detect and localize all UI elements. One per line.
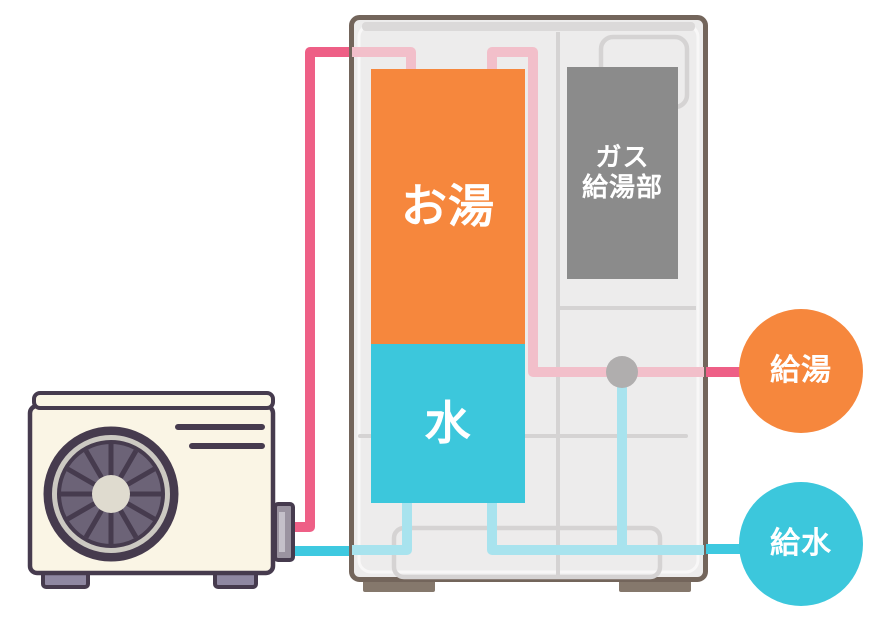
unit-lid xyxy=(32,391,275,410)
pipe-hot-from-heat-pump xyxy=(294,47,356,532)
fan-icon xyxy=(43,426,179,562)
heat-pump-unit xyxy=(27,391,295,589)
pipe-cold-through xyxy=(487,498,704,555)
hot-water-section xyxy=(371,69,525,344)
cold-supply-circle xyxy=(739,482,863,606)
cold-water-section xyxy=(371,344,525,503)
vent-lines-icon xyxy=(175,424,265,449)
internal-piping xyxy=(352,47,704,555)
cabinet-top-band xyxy=(362,22,695,31)
mixing-junction xyxy=(606,356,638,388)
hot-supply-circle xyxy=(739,309,863,433)
connector-stripe xyxy=(279,512,285,552)
gas-heater-section xyxy=(567,67,678,279)
pipe-hot-tank-to-outlet xyxy=(487,47,704,377)
pipe-cold-into-tank xyxy=(352,502,412,555)
